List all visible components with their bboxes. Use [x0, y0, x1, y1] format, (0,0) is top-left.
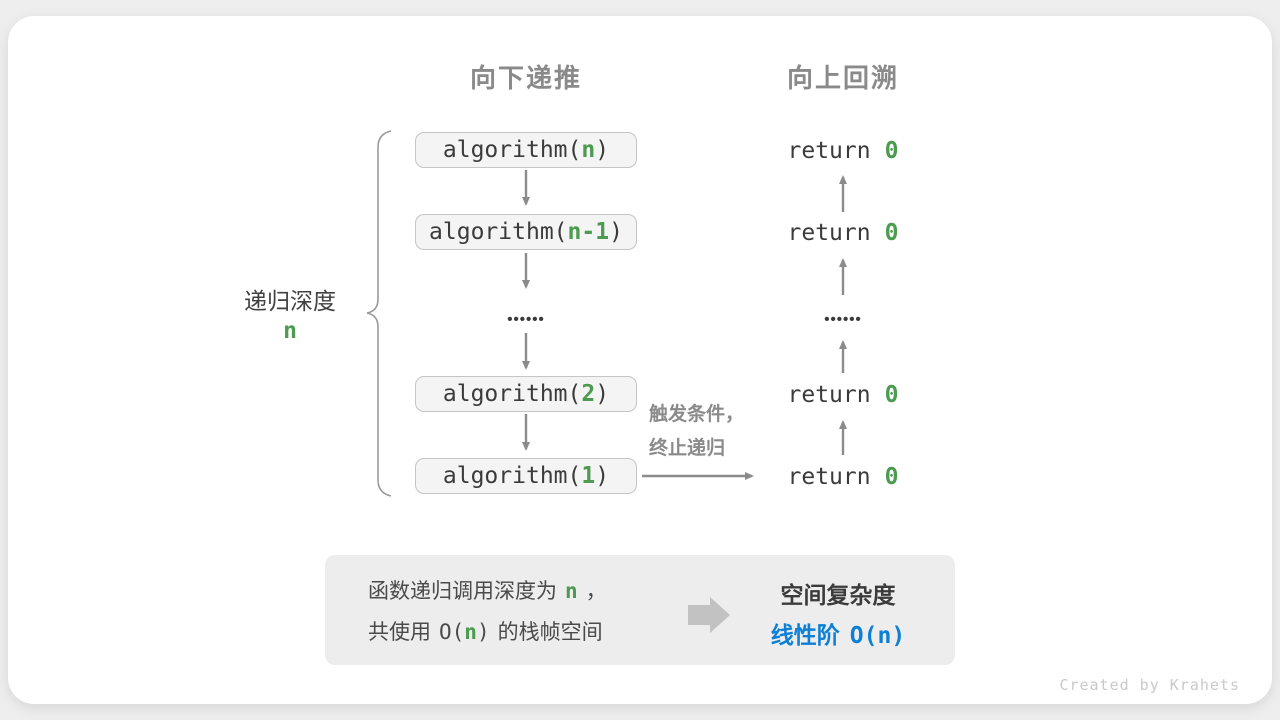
base-case-note: 触发条件， 终止递归	[649, 398, 744, 466]
base-case-line1: 触发条件，	[649, 404, 745, 425]
ellipsis-dots-right: ••••••	[824, 311, 862, 328]
base-case-line2: 终止递归	[649, 438, 726, 459]
result-text: 线性阶	[770, 622, 840, 648]
return-value: 0	[884, 138, 899, 164]
call-arg: n-1	[567, 219, 610, 245]
return-statement: return 0	[775, 464, 911, 490]
call-text: )	[595, 381, 610, 407]
summary-panel	[325, 555, 955, 665]
summary-var-n: n	[565, 579, 578, 603]
result-var-n: n	[877, 623, 892, 649]
return-keyword: return	[787, 220, 871, 246]
return-statement: return 0	[775, 220, 911, 246]
return-keyword: return	[787, 464, 871, 490]
call-text: algorithm(	[442, 463, 582, 489]
call-text: algorithm(	[442, 381, 582, 407]
ellipsis-dots-left: ••••••	[507, 311, 545, 328]
return-value: 0	[884, 464, 899, 490]
summary-line2: 共使用 O(n) 的栈帧空间	[368, 612, 607, 653]
credit-watermark: Created by Krahets	[1059, 676, 1240, 694]
return-statement: return 0	[775, 382, 911, 408]
call-text: )	[595, 463, 610, 489]
return-statement: return 0	[775, 138, 911, 164]
depth-value: n	[283, 318, 297, 344]
return-keyword: return	[787, 382, 871, 408]
summary-text: ，	[585, 580, 607, 603]
big-right-arrow-icon	[688, 605, 710, 625]
call-text: algorithm(	[442, 137, 582, 163]
call-box-algorithm-n: algorithm(n)	[415, 132, 637, 168]
summary-text: 的栈帧空间	[497, 621, 603, 644]
summary-text: O(	[439, 620, 465, 644]
call-arg: 2	[581, 381, 596, 407]
call-text: )	[609, 219, 623, 245]
call-arg: n	[581, 137, 596, 163]
summary-text: 函数递归调用深度为	[368, 580, 557, 603]
summary-var-n: n	[464, 620, 477, 644]
return-value: 0	[884, 382, 899, 408]
header-downward-recursion: 向下递推	[469, 63, 582, 93]
call-text: )	[595, 137, 610, 163]
big-o-notation: O(n)	[439, 620, 490, 644]
result-text: O(	[849, 623, 878, 649]
return-value: 0	[884, 220, 899, 246]
summary-text: )	[476, 620, 490, 644]
space-complexity-result: 线性阶 O(n)	[738, 616, 938, 650]
space-complexity-title: 空间复杂度	[780, 582, 896, 608]
summary-line1: 函数递归调用深度为 n ，	[368, 571, 607, 612]
call-text: algorithm(	[429, 219, 568, 245]
big-right-arrow-head-icon	[710, 597, 730, 633]
summary-text: 共使用	[368, 621, 431, 644]
depth-label: 递归深度	[244, 288, 336, 314]
result-text: )	[891, 623, 906, 649]
call-arg: 1	[581, 463, 596, 489]
call-box-algorithm-2: algorithm(2)	[415, 376, 637, 412]
call-box-algorithm-n-1: algorithm(n-1)	[415, 214, 637, 250]
return-keyword: return	[787, 138, 871, 164]
result-big-o: O(n)	[850, 623, 905, 649]
header-upward-backtrack: 向上回溯	[786, 63, 899, 93]
call-box-algorithm-1: algorithm(1)	[415, 458, 637, 494]
